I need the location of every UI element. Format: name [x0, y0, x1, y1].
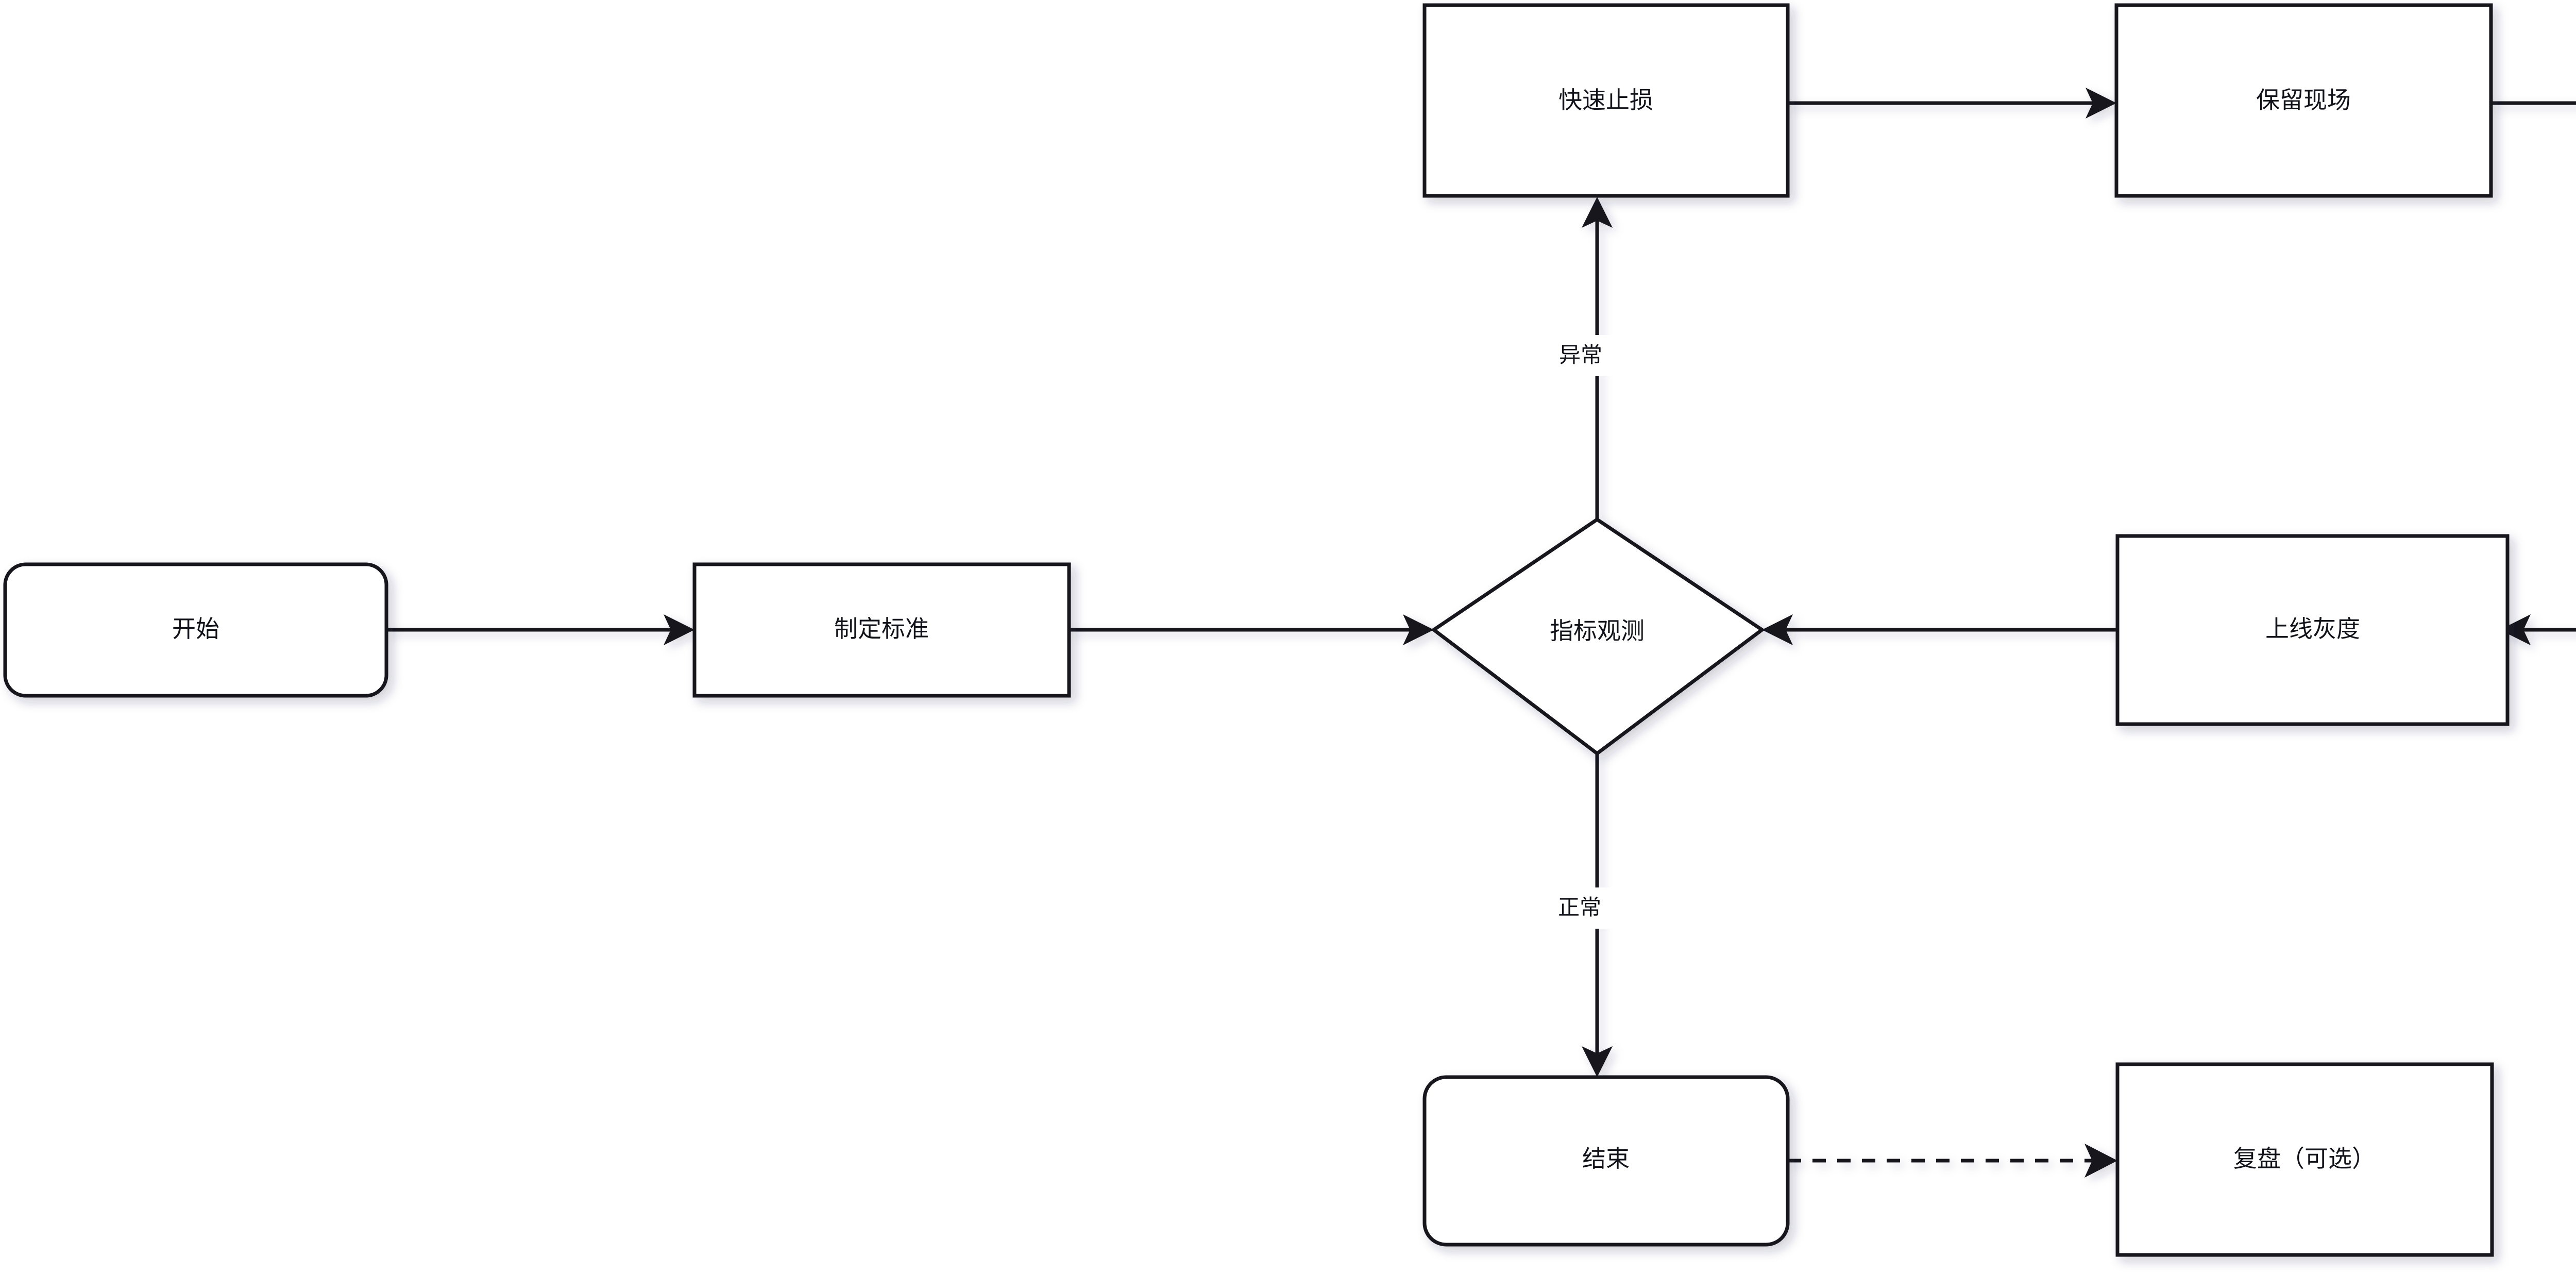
node-end-label: 结束 [1582, 1145, 1630, 1172]
edge-bus-to-gray-release [2500, 614, 2576, 645]
node-preserve-scene[interactable]: 保留现场 [2114, 3, 2493, 198]
node-end[interactable]: 结束 [1422, 1075, 1790, 1247]
node-start-label: 开始 [172, 615, 219, 642]
edge-gray-release-to-metric-watch [1762, 614, 2117, 645]
node-metric-watch[interactable]: 指标观测 [1430, 517, 1766, 756]
edge-preserve-scene-to-causal-analysis [2491, 101, 2576, 105]
edge-end-to-review [1788, 1144, 2117, 1178]
node-quick-stop-loss-label: 快速止损 [1558, 87, 1653, 113]
edge-quick-stop-loss-to-preserve-scene [1788, 88, 2116, 119]
node-preserve-scene-label: 保留现场 [2256, 87, 2351, 113]
node-end-shape[interactable] [1422, 1075, 1790, 1247]
edge-label-normal-text: 正常 [1558, 895, 1601, 919]
edge-label-normal: 正常 [1540, 887, 1619, 929]
edge-label-abnormal-bg [1541, 335, 1620, 376]
edge-labels-layer: 异常 正常 GC 问题 代码问题 [1540, 335, 1620, 929]
node-review-shape[interactable] [2115, 1062, 2494, 1257]
edge-label-abnormal-text: 异常 [1559, 343, 1602, 367]
node-start[interactable]: 开始 [3, 562, 388, 698]
node-set-standard-label: 制定标准 [834, 615, 929, 642]
node-set-standard[interactable]: 制定标准 [692, 562, 1071, 698]
node-start-shape[interactable] [3, 562, 388, 698]
node-gray-release[interactable]: 上线灰度 [2115, 534, 2510, 726]
node-preserve-scene-shape[interactable] [2114, 3, 2493, 198]
node-set-standard-shape[interactable] [692, 562, 1071, 698]
edge-start-to-set-standard [386, 614, 694, 645]
node-review-label: 复盘（可选） [2233, 1145, 2376, 1172]
node-gray-release-shape[interactable] [2115, 534, 2510, 726]
edge-label-abnormal: 异常 [1541, 335, 1620, 376]
nodes-layer: 开始 制定标准 指标观测 快速止损 保留现场 因果分析 [3, 3, 2510, 1257]
edge-set-standard-to-metric-watch [1069, 614, 1434, 645]
node-metric-watch-label: 指标观测 [1550, 617, 1645, 644]
node-review[interactable]: 复盘（可选） [2115, 1062, 2494, 1257]
node-quick-stop-loss[interactable]: 快速止损 [1422, 3, 1790, 198]
node-gray-release-label: 上线灰度 [2265, 615, 2360, 642]
node-quick-stop-loss-shape[interactable] [1422, 3, 1790, 198]
edge-label-normal-bg [1540, 887, 1619, 929]
node-metric-watch-shape[interactable] [1430, 517, 1766, 756]
